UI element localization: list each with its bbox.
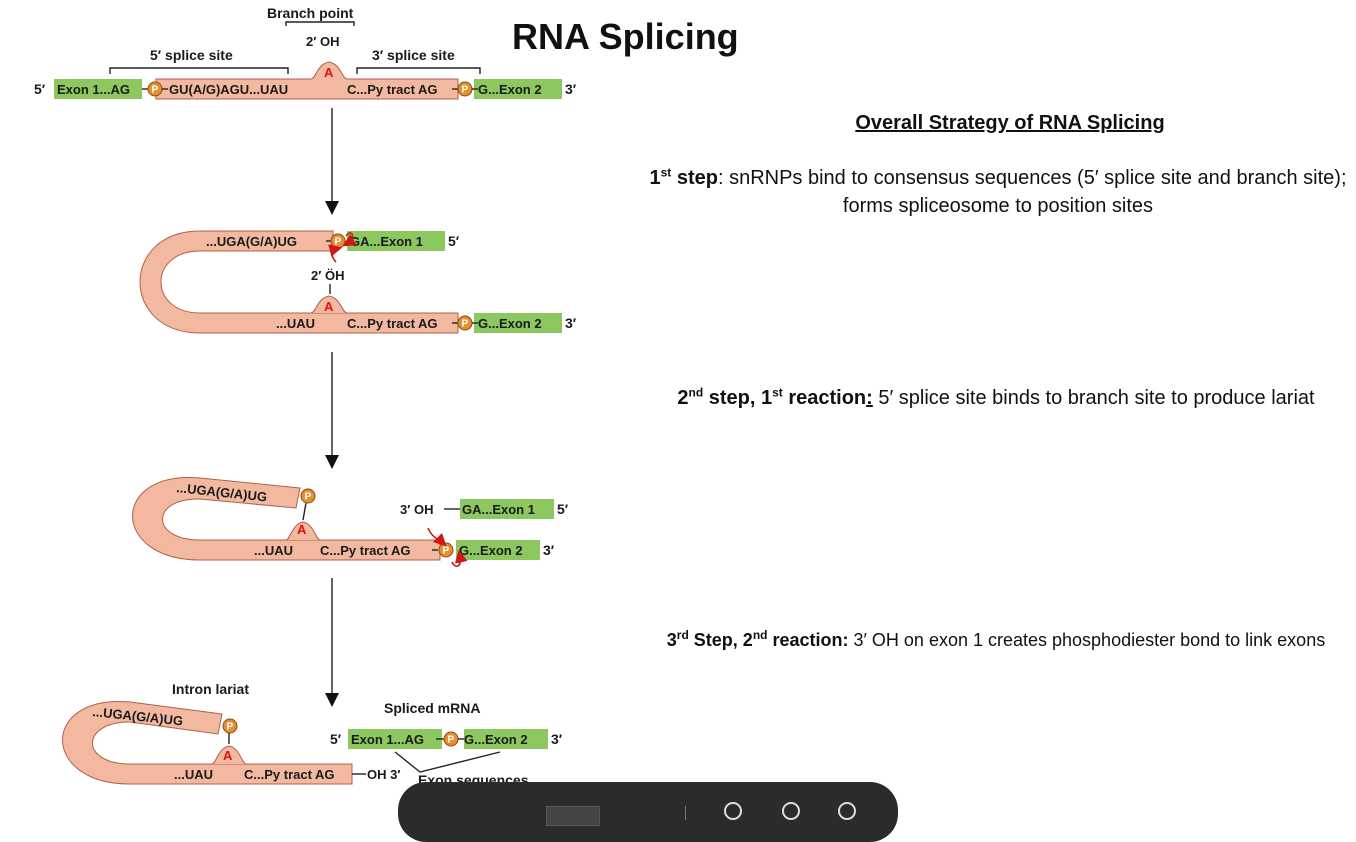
- branch-adenine: A: [324, 65, 334, 80]
- step-3-text: 3rd Step, 2nd reaction: 3′ OH on exon 1 …: [666, 628, 1326, 650]
- exon-1-d: [348, 729, 442, 749]
- five-prime-end-b: 5′: [448, 233, 460, 249]
- uau-seq-d: ...UAU: [174, 767, 213, 782]
- toolbar-divider: [685, 806, 686, 820]
- uau-seq: ...UAU: [276, 316, 315, 331]
- branch-point-label: Branch point: [267, 5, 354, 21]
- exon-2: [474, 79, 562, 99]
- lariat-stage: ...UGA(G/A)UG P A 3′ OH GA...Exon 1 5′ .…: [132, 477, 569, 568]
- three-splice-site-label: 3′ splice site: [372, 47, 455, 63]
- exon-2-d: [464, 729, 548, 749]
- red-arrow-3: [427, 527, 447, 547]
- g-exon2-seq-c: G...Exon 2: [459, 543, 523, 558]
- three-prime-end-b: 3′: [565, 315, 577, 331]
- branch-adenine-d: A: [223, 748, 233, 763]
- intron-loop-4: [62, 701, 353, 785]
- pre-mrna: Branch point 5′ splice site 3′ splice si…: [34, 5, 577, 100]
- splicing-diagram: Branch point 5′ splice site 3′ splice si…: [34, 5, 577, 788]
- intron-5-seq: GU(A/G)AGU...UAU: [169, 82, 288, 97]
- exon-2-b: [474, 313, 562, 333]
- oh-three-label: OH 3′: [367, 767, 400, 782]
- step-1-text: 1st step: snRNPs bind to consensus seque…: [649, 165, 1347, 217]
- five-prime-end-c: 5′: [557, 501, 569, 517]
- svg-text:P: P: [462, 85, 469, 96]
- slide: RNA Splicing Branch point 5′ splice site…: [34, 5, 1347, 842]
- settings-icon[interactable]: [782, 802, 800, 820]
- svg-text:P: P: [335, 237, 342, 248]
- svg-text:P: P: [448, 735, 455, 746]
- three-splice-site-bracket: [356, 67, 481, 74]
- ga-exon1-seq-c: GA...Exon 1: [462, 502, 535, 517]
- three-prime-end-d: 3′: [551, 731, 563, 747]
- three-oh-label: 3′ OH: [400, 502, 433, 517]
- phosphate-5: [300, 488, 316, 504]
- g-exon2-seq: G...Exon 2: [478, 82, 542, 97]
- two-oh-label: 2′ OH: [306, 34, 339, 49]
- svg-text:P: P: [462, 319, 469, 330]
- uau-seq-c: ...UAU: [254, 543, 293, 558]
- exon-sequences-bracket: [394, 751, 501, 773]
- intron-body: [155, 61, 459, 100]
- exon-1: [54, 79, 142, 99]
- five-prime-end-d: 5′: [330, 731, 342, 747]
- intron-loop-2: [139, 230, 459, 334]
- presentation-toolbar[interactable]: [398, 782, 898, 842]
- c-py-tract-seq: C...Py tract AG: [347, 82, 438, 97]
- svg-text:P: P: [152, 85, 159, 96]
- c-py-tract-seq-d: C...Py tract AG: [244, 767, 335, 782]
- phosphate-7: [222, 718, 238, 734]
- five-splice-site-label: 5′ splice site: [150, 47, 233, 63]
- svg-text:P: P: [227, 722, 234, 733]
- exon-2-c: [456, 540, 540, 560]
- slide-title: RNA Splicing: [512, 16, 739, 57]
- three-prime-end: 3′: [565, 81, 577, 97]
- two-oh-dot-label: 2′ ÖH: [311, 268, 344, 283]
- c-py-tract-seq-b: C...Py tract AG: [347, 316, 438, 331]
- five-splice-site-bracket: [109, 67, 289, 74]
- intron-loop-3: [132, 477, 441, 561]
- red-arrow-4: [451, 549, 468, 568]
- exon-1-c: [460, 499, 554, 519]
- spliced-mrna-label: Spliced mRNA: [384, 700, 480, 716]
- three-prime-end-c: 3′: [543, 542, 555, 558]
- branch-adenine-b: A: [324, 299, 334, 314]
- help-icon[interactable]: [838, 802, 856, 820]
- five-prime-end: 5′: [34, 81, 46, 97]
- branch-adenine-c: A: [297, 522, 307, 537]
- step-2-text: 2nd step, 1st reaction: 5′ splice site b…: [677, 385, 1315, 409]
- svg-text:P: P: [443, 546, 450, 557]
- spliceosome-stage: ...UGA(G/A)UG P GA...Exon 1 5′ 2′ ÖH A .…: [139, 230, 577, 334]
- uga-ug-seq: ...UGA(G/A)UG: [206, 234, 297, 249]
- products-stage: Intron lariat ...UGA(G/A)UG P A ...UAU C…: [62, 681, 563, 788]
- strategy-heading: Overall Strategy of RNA Splicing: [855, 112, 1165, 134]
- zoom-icon[interactable]: [724, 802, 742, 820]
- red-arrow-2: [328, 244, 343, 263]
- exon1-ag-seq-d: Exon 1...AG: [351, 732, 424, 747]
- branch-point-bracket: [285, 21, 355, 26]
- g-exon2-seq-d: G...Exon 2: [464, 732, 528, 747]
- red-arrow-1: [342, 232, 357, 247]
- c-py-tract-seq-c: C...Py tract AG: [320, 543, 411, 558]
- exon-1-b: [347, 231, 445, 251]
- ga-exon1-seq: GA...Exon 1: [350, 234, 423, 249]
- slide-number-box[interactable]: [546, 806, 600, 826]
- g-exon2-seq-b: G...Exon 2: [478, 316, 542, 331]
- intron-lariat-label: Intron lariat: [172, 681, 249, 697]
- exon1-ag-seq: Exon 1...AG: [57, 82, 130, 97]
- svg-text:P: P: [305, 492, 312, 503]
